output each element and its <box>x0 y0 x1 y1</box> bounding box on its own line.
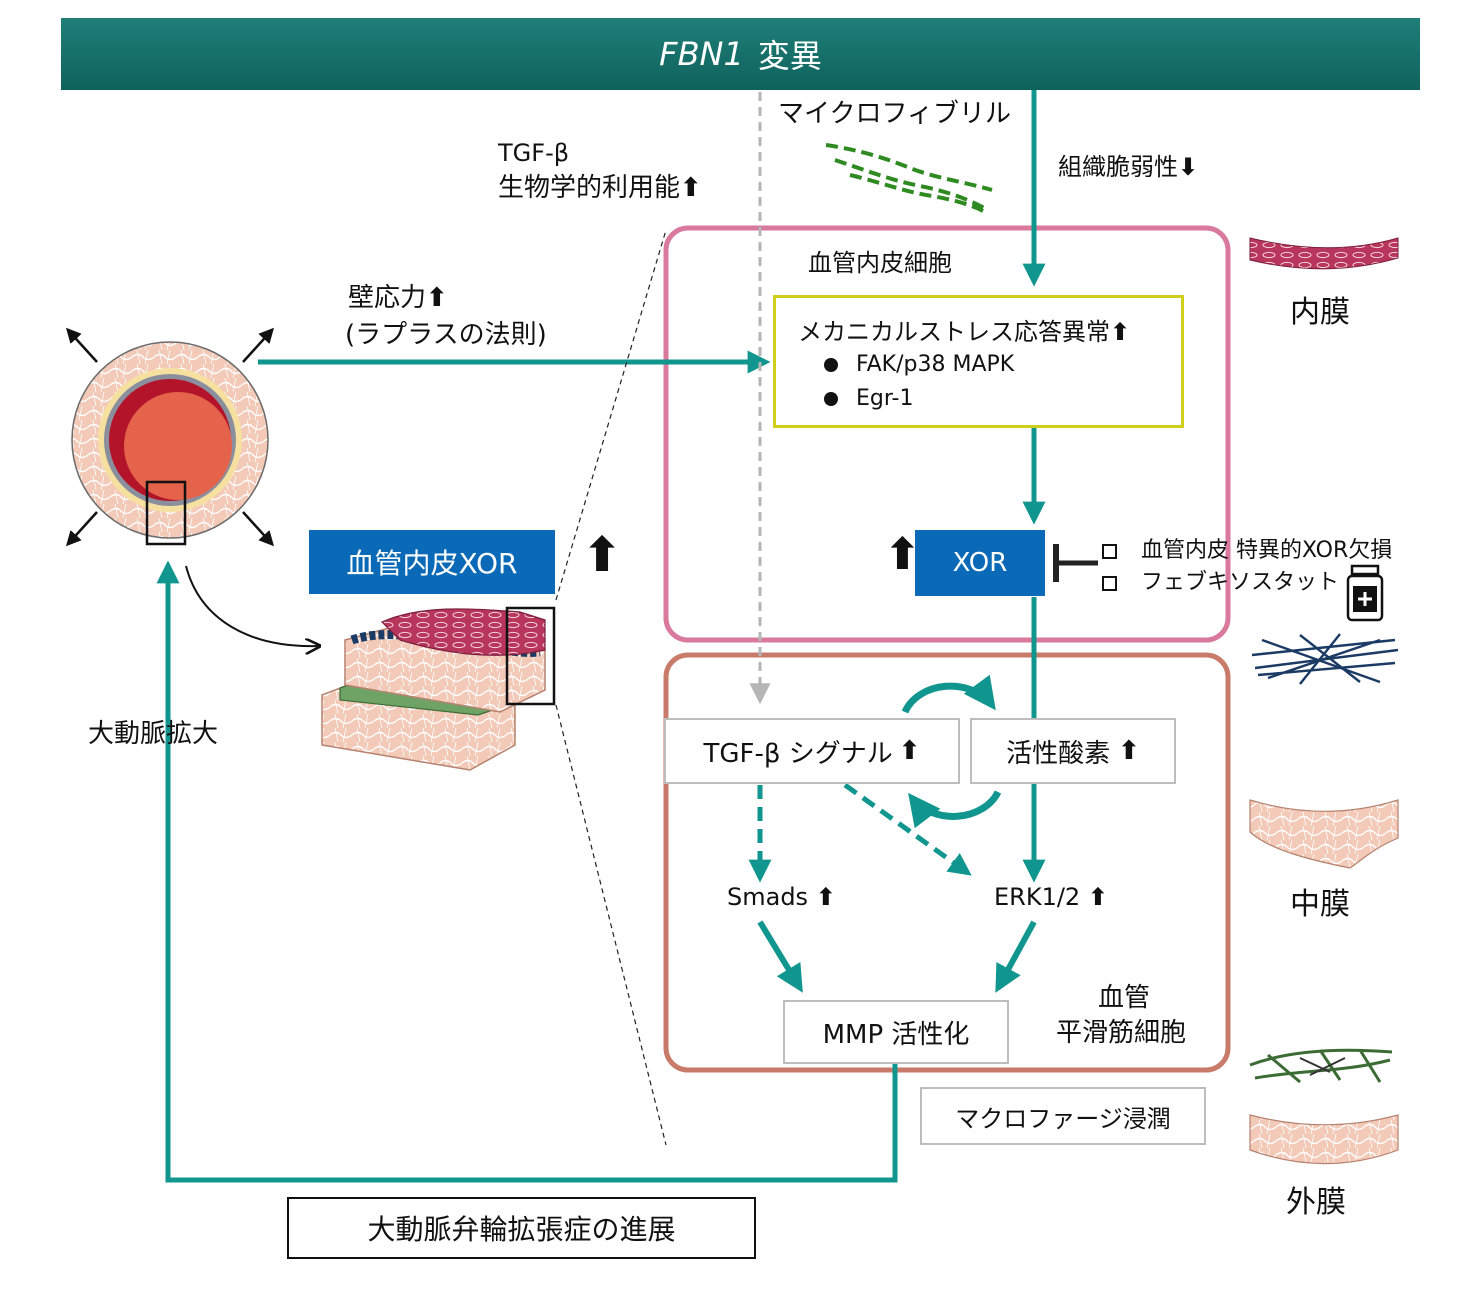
smads-text: Smads <box>727 883 809 911</box>
arrow-erk-to-mmp <box>995 920 1037 993</box>
mechanostress-title: メカニカルストレス応答異常⬆ <box>798 312 1130 347</box>
erk-text: ERK1/2 <box>994 883 1081 911</box>
erk-label: ERK1/2 ⬆ <box>994 883 1108 912</box>
expansion-arrows <box>65 327 275 547</box>
microfibril-illustration <box>825 143 993 214</box>
bioavailability-text: 生物学的利用能 <box>498 173 681 203</box>
arrow-feedback-loop <box>156 560 898 1183</box>
adventitia-network-thumbnail <box>1249 1048 1393 1084</box>
tissue-fragility-text: 組織脆弱性 <box>1058 153 1178 181</box>
smooth-muscle-region <box>663 652 1231 1073</box>
tgf-beta-label: TGF-β <box>498 139 570 167</box>
endothelial-region <box>663 225 1231 643</box>
mechanostress-title-text: メカニカルストレス応答異常 <box>798 318 1110 346</box>
ros-box: 活性酸素⬆ <box>970 718 1176 784</box>
progression-box: 大動脈弁輪拡張症の進展 <box>287 1197 756 1259</box>
vessel-wall-illustration <box>321 608 546 771</box>
adventitia-thumbnail <box>1249 1114 1399 1165</box>
fak-text: FAK/p38 MAPK <box>856 352 1015 377</box>
smooth-muscle-label-1: 血管 <box>1098 983 1151 1013</box>
tgf-signal-box: TGF-β シグナル⬆ <box>664 718 960 784</box>
aorta-zoom-box <box>145 480 187 546</box>
mmp-box: MMP 活性化 <box>783 1000 1009 1064</box>
up-arrow-icon: ⬆ <box>815 883 836 911</box>
wall-zoom-box <box>505 606 556 706</box>
inhibitor-xor-deficiency: 血管内皮 特異的XOR欠損 <box>1102 538 1392 563</box>
mechanostress-item-fak: FAK/p38 MAPK <box>824 352 1014 377</box>
arrow-smads-to-mmp <box>757 920 803 993</box>
bullet-icon <box>824 358 838 372</box>
up-arrow-icon: ⬆ <box>1118 736 1140 766</box>
elastic-lamina-thumbnail <box>1251 633 1399 685</box>
media-label: 中膜 <box>1290 887 1350 922</box>
endothelial-cell-label: 血管内皮細胞 <box>808 249 952 277</box>
inhibitor-text-2: フェブキソスタット <box>1141 570 1340 595</box>
aortic-dilation-label: 大動脈拡大 <box>88 719 219 749</box>
laplace-label: (ラプラスの法則) <box>345 320 547 350</box>
microfibril-label: マイクロフィブリル <box>778 99 1011 129</box>
adventitia-label: 外膜 <box>1286 1185 1346 1220</box>
bioavailability-label: 生物学的利用能⬆ <box>498 173 702 204</box>
arrow-to-wall-illustration <box>185 565 318 646</box>
smooth-muscle-label-2: 平滑筋細胞 <box>1056 1018 1187 1048</box>
smads-label: Smads ⬆ <box>727 883 836 912</box>
banner-gene: FBN1 <box>659 35 744 73</box>
tissue-fragility-label: 組織脆弱性⬇ <box>1058 153 1199 182</box>
zoom-line-top <box>555 229 667 601</box>
tgf-signal-text: TGF-β シグナル <box>703 738 893 769</box>
medicine-vial-icon <box>1346 564 1384 622</box>
up-arrow-icon: ⬆ <box>680 173 702 203</box>
inhibitor-text-1: 血管内皮 特異的XOR欠損 <box>1141 538 1393 563</box>
xor-box: XOR <box>915 530 1045 596</box>
up-arrow-icon: ⬆ <box>1110 318 1131 346</box>
bullet-icon <box>824 392 838 406</box>
wall-stress-label: 壁応力⬆ <box>348 283 448 314</box>
inhibitor-febuxostat: フェブキソスタット <box>1102 570 1339 595</box>
up-arrow-icon: ⬆ <box>898 736 921 766</box>
xor-up-arrow: ⬆ <box>884 529 921 580</box>
mechanostress-box: メカニカルストレス応答異常⬆ FAK/p38 MAPK Egr-1 <box>773 295 1184 428</box>
down-arrow-icon: ⬇ <box>1178 153 1199 181</box>
aorta-cross-section <box>71 341 269 539</box>
fbn1-banner: FBN1 変異 <box>61 18 1420 90</box>
macrophage-box: マクロファージ浸潤 <box>920 1087 1206 1145</box>
endothelial-xor-up-arrow: ⬆ <box>582 527 623 583</box>
square-bullet-icon <box>1102 543 1117 559</box>
media-thumbnail <box>1249 799 1399 869</box>
wall-stress-text: 壁応力 <box>348 283 427 313</box>
square-bullet-icon <box>1102 575 1117 591</box>
arrow-tgf-to-erk <box>843 782 972 876</box>
up-arrow-icon: ⬆ <box>426 283 448 313</box>
intima-thumbnail <box>1249 237 1399 270</box>
ros-text: 活性酸素 <box>1006 738 1111 769</box>
intima-label: 内膜 <box>1290 295 1350 330</box>
mechanostress-item-egr: Egr-1 <box>824 386 913 411</box>
cycle-arrow-top <box>901 674 996 714</box>
cycle-arrow-bottom <box>908 790 1002 829</box>
banner-text: 変異 <box>757 37 822 75</box>
endothelial-xor-box: 血管内皮XOR <box>309 530 555 594</box>
zoom-line-bottom <box>555 704 667 1146</box>
up-arrow-icon: ⬆ <box>1087 883 1108 911</box>
egr-text: Egr-1 <box>856 386 914 411</box>
